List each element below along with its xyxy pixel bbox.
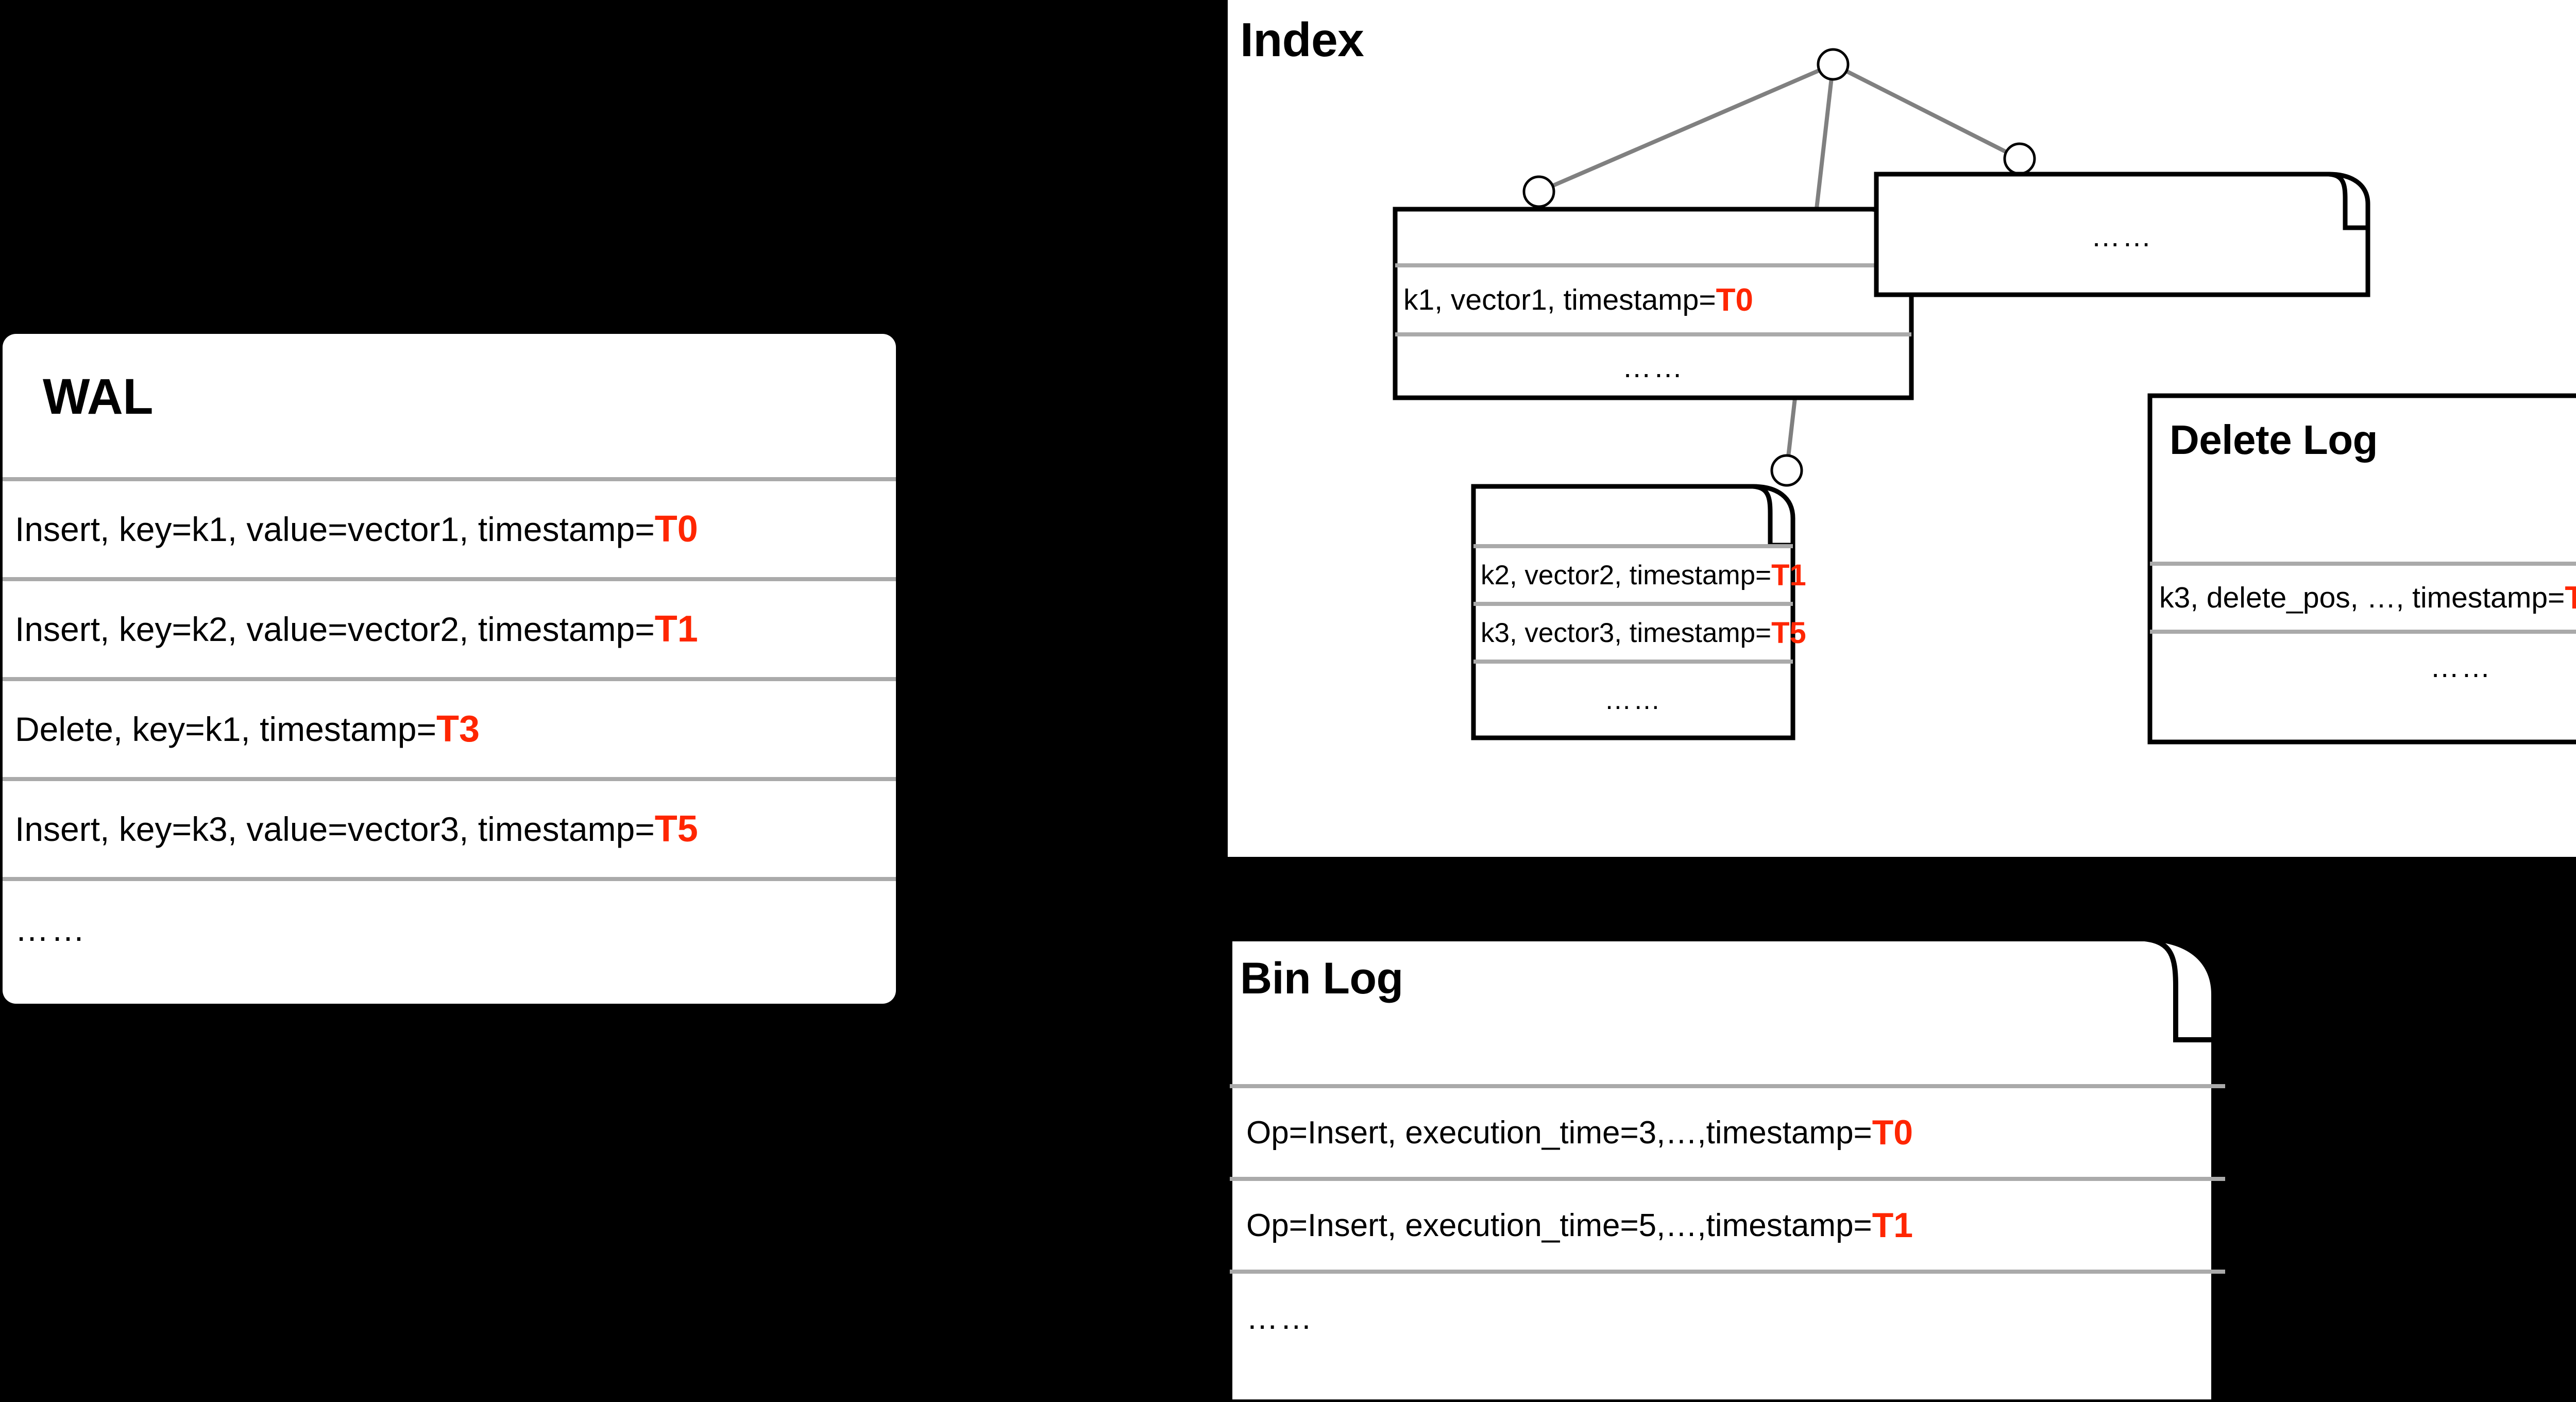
bin-log-entry-timestamp: T0 [1872, 1113, 1913, 1152]
index-leaf-k1: k1, vector1, timestamp=T0 …… [1393, 207, 1914, 400]
leaf-k2-row-timestamp: T1 [1771, 558, 1806, 592]
leaf-k2-row: k2, vector2, timestamp=T1 [1471, 548, 1806, 602]
leaf-k2-row-text: k3, vector3, timestamp= [1481, 617, 1772, 648]
wal-entry-text: Insert, key=k3, value=vector3, timestamp… [15, 810, 655, 848]
wal-title: WAL [43, 368, 154, 425]
delete-log-entry-row: …… [2148, 634, 2576, 701]
leaf-k2-row: …… [1471, 664, 1795, 736]
leaf-k1-divider-0 [1395, 263, 1911, 267]
tree-node-root[interactable] [1817, 48, 1850, 81]
wal-entry-row: Insert, key=k1, value=vector1, timestamp… [3, 481, 896, 577]
leaf-more-ellipsis: …… [2091, 220, 2154, 253]
leaf-more-shape [1874, 172, 2370, 297]
leaf-k2-row-timestamp: T5 [1771, 616, 1806, 650]
wal-divider-0 [3, 477, 896, 481]
wal-entry-row: Delete, key=k1, timestamp=T3 [3, 681, 896, 777]
wal-entry-timestamp: T1 [654, 609, 698, 650]
delete-log-card: Delete Log k3, delete_pos, …, timestamp=… [2147, 393, 2576, 745]
leaf-more-row: …… [1874, 208, 2370, 265]
bin-log-divider-2 [1230, 1270, 2225, 1274]
wal-divider-3 [3, 777, 896, 781]
wal-entry-timestamp: T5 [654, 808, 698, 850]
bin-log-title: Bin Log [1240, 954, 1403, 1003]
wal-divider-2 [3, 677, 896, 681]
leaf-k1-row: k1, vector1, timestamp=T0 [1393, 267, 1913, 332]
bin-log-divider-0 [1230, 1084, 2225, 1088]
delete-log-entry-timestamp: T3 [2565, 580, 2576, 616]
wal-entry-timestamp: T0 [654, 509, 698, 550]
leaf-k1-row: …… [1393, 336, 1913, 398]
tree-node-mid[interactable] [1770, 454, 1803, 487]
tree-node-left[interactable] [1522, 175, 1555, 208]
delete-log-entry-text: k3, delete_pos, …, timestamp= [2159, 581, 2565, 614]
bin-log-entry-text: Op=Insert, execution_time=3,…,timestamp= [1246, 1114, 1872, 1151]
leaf-k2-divider-2 [1473, 660, 1793, 664]
index-title: Index [1240, 13, 1364, 66]
bin-log-entry-row: …… [1228, 1274, 2227, 1362]
wal-entry-ellipsis: …… [15, 910, 87, 948]
bin-log-entry-text: Op=Insert, execution_time=5,…,timestamp= [1246, 1207, 1872, 1243]
bin-log-divider-1 [1230, 1177, 2225, 1181]
delete-log-entry-row: k3, delete_pos, …, timestamp=T3 [2148, 566, 2576, 630]
delete-log-shape [2147, 393, 2576, 745]
wal-entry-text: Delete, key=k1, timestamp= [15, 710, 437, 748]
tree-node-right[interactable] [2003, 142, 2036, 175]
delete-log-divider-1 [2150, 630, 2576, 634]
leaf-k2-row: k3, vector3, timestamp=T5 [1471, 606, 1806, 660]
bin-log-shape [1227, 936, 2216, 1402]
delete-log-entry-ellipsis: …… [2430, 651, 2493, 684]
delete-log-title: Delete Log [2170, 417, 2378, 463]
wal-entry-row: Insert, key=k2, value=vector2, timestamp… [3, 581, 896, 677]
leaf-k2-shape [1471, 484, 1795, 740]
index-panel: Index k1, vector1, timestamp=T0 [1228, 0, 2576, 857]
edge-root-right [1832, 62, 2021, 161]
wal-entry-row: …… [3, 881, 896, 977]
leaf-k2-divider-0 [1473, 544, 1793, 548]
leaf-k1-row-timestamp: T0 [1716, 282, 1754, 318]
bin-log-entry-timestamp: T1 [1872, 1206, 1913, 1245]
bin-log-entry-ellipsis: …… [1246, 1300, 1314, 1336]
leaf-k2-row-text: k2, vector2, timestamp= [1481, 560, 1772, 590]
index-leaf-k2: k2, vector2, timestamp=T1 k3, vector3, t… [1471, 484, 1806, 740]
wal-entry-timestamp: T3 [436, 708, 480, 750]
wal-divider-4 [3, 877, 896, 881]
wal-entry-text: Insert, key=k1, value=vector1, timestamp… [15, 510, 655, 548]
wal-entry-text: Insert, key=k2, value=vector2, timestamp… [15, 610, 655, 648]
bin-log-card: Bin Log Op=Insert, execution_time=3,…,ti… [1227, 936, 2227, 1402]
wal-entry-row: Insert, key=k3, value=vector3, timestamp… [3, 781, 896, 877]
edge-root-left [1538, 62, 1834, 194]
leaf-k1-row-text: k1, vector1, timestamp= [1403, 283, 1716, 316]
delete-log-divider-0 [2150, 562, 2576, 566]
leaf-k2-divider-1 [1473, 602, 1793, 606]
bin-log-entry-row: Op=Insert, execution_time=3,…,timestamp=… [1228, 1088, 2227, 1177]
wal-divider-1 [3, 577, 896, 581]
bin-log-entry-row: Op=Insert, execution_time=5,…,timestamp=… [1228, 1181, 2227, 1270]
leaf-k1-row-ellipsis: …… [1622, 351, 1685, 384]
index-leaf-more: …… [1874, 172, 2370, 297]
leaf-k2-row-ellipsis: …… [1604, 684, 1663, 715]
wal-panel: WAL Insert, key=k1, value=vector1, times… [3, 334, 896, 1004]
leaf-k1-divider-1 [1395, 332, 1911, 336]
